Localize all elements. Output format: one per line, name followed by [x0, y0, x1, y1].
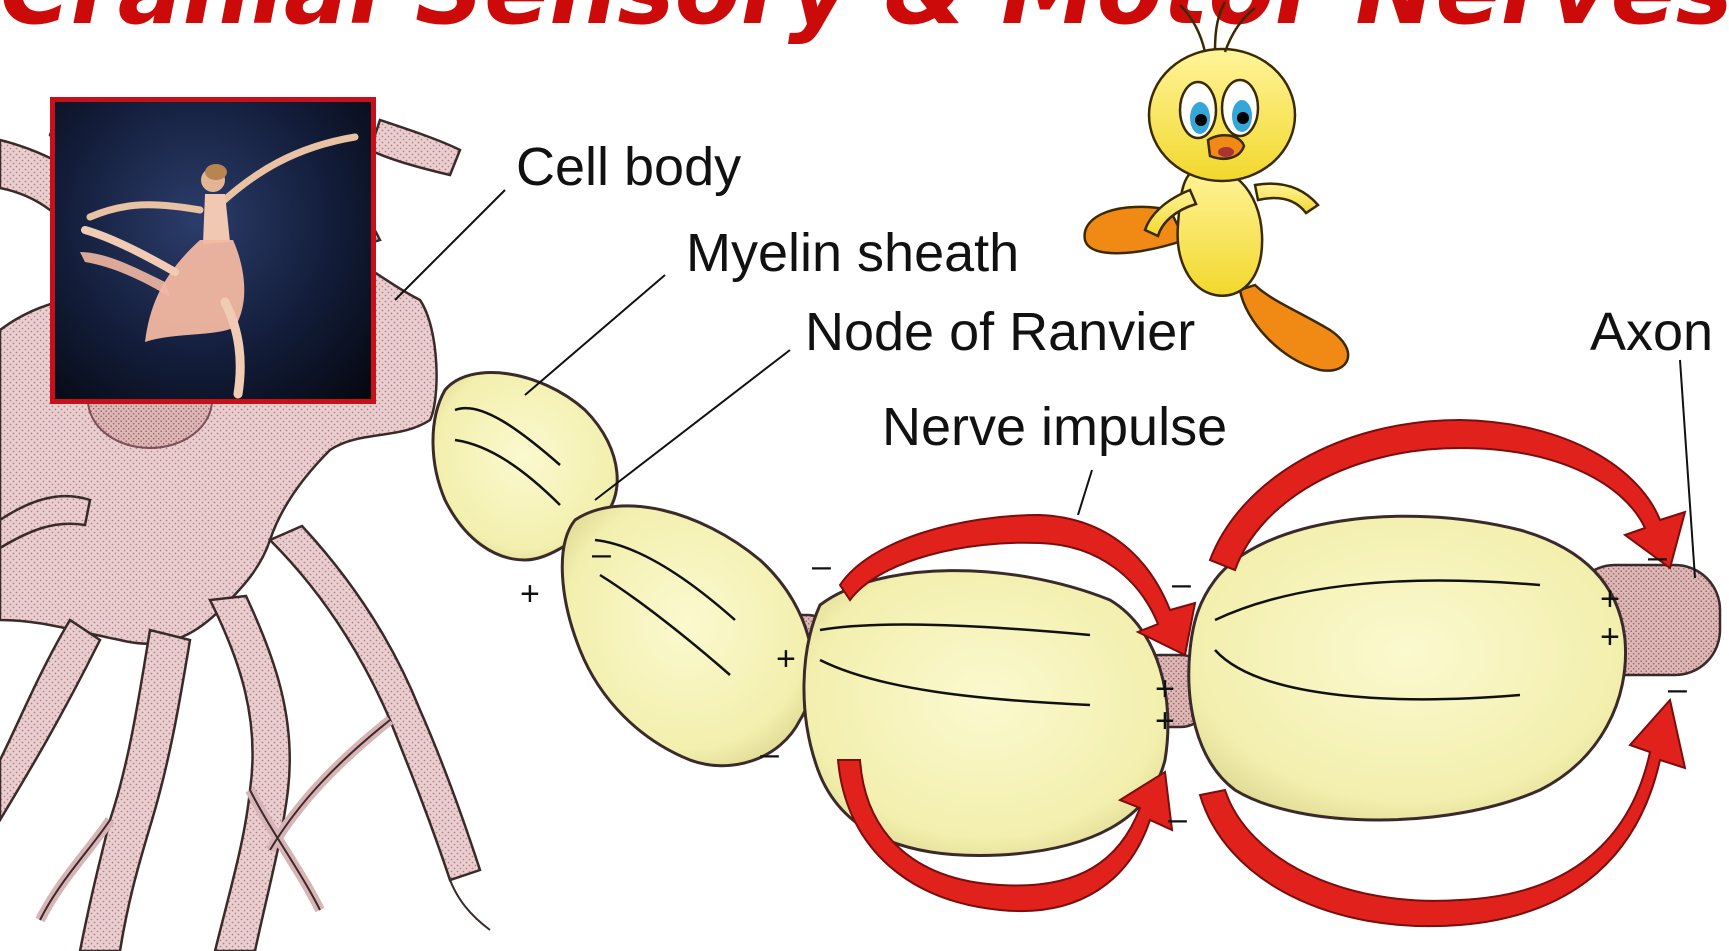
- leader-myelin-sheath: [525, 275, 665, 395]
- charge-minus: –: [1668, 670, 1687, 708]
- label-node-of-ranvier: Node of Ranvier: [805, 305, 1195, 359]
- ballerina-photo: [50, 97, 376, 404]
- charge-minus: –: [812, 547, 831, 585]
- charge-minus: –: [1168, 800, 1187, 838]
- leader-cell-body: [395, 190, 505, 300]
- leader-node-of-ranvier: [595, 350, 790, 500]
- charge-plus: +: [1600, 618, 1620, 656]
- label-cell-body: Cell body: [516, 140, 741, 194]
- charge-minus: –: [1172, 565, 1191, 603]
- charge-plus: +: [520, 575, 540, 613]
- charge-plus: +: [1600, 580, 1620, 618]
- charge-plus: +: [776, 640, 796, 678]
- charge-minus: –: [592, 535, 611, 573]
- label-nerve-impulse: Nerve impulse: [882, 400, 1227, 454]
- charge-minus: –: [1648, 538, 1667, 576]
- leader-axon: [1680, 360, 1695, 578]
- label-myelin-sheath: Myelin sheath: [686, 226, 1019, 280]
- ballerina-figure: [55, 102, 371, 399]
- label-axon: Axon: [1590, 305, 1713, 359]
- charge-plus: +: [1155, 702, 1175, 740]
- charge-minus: –: [760, 735, 779, 773]
- leader-nerve-impulse: [1078, 470, 1092, 515]
- myelin-segment-4: [1189, 516, 1626, 820]
